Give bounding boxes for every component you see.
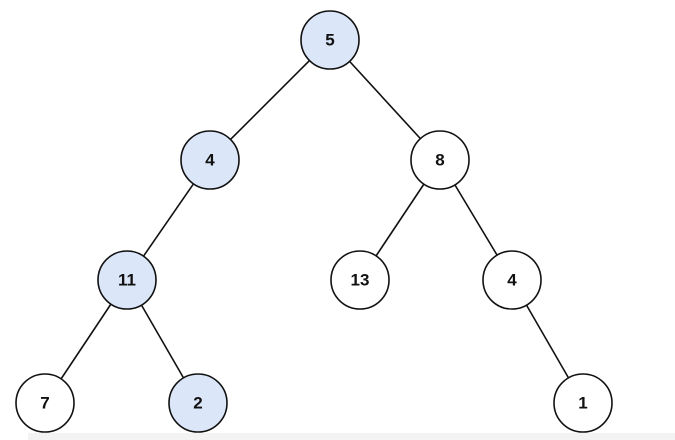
tree-nodes: 5 4 8 11 13 4 7 2 1 [15,10,613,433]
tree-edge [454,184,498,256]
tree-node-label: 4 [205,150,215,169]
tree-node-circle [410,130,470,190]
tree-node-n5: 5 [300,10,360,70]
tree-edge [375,183,425,257]
tree-node-n1: 1 [553,373,613,433]
tree-node-circle [300,10,360,70]
tree-edge [140,304,185,379]
tree-node-circle [330,250,390,310]
tree-node-n13: 13 [330,250,390,310]
tree-node-circle [168,373,228,433]
tree-node-n4b: 4 [482,250,542,310]
tree-node-n7: 7 [15,373,75,433]
tree-node-label: 8 [435,150,444,169]
tree-node-n2: 2 [168,373,228,433]
tree-edge [349,60,421,140]
tree-node-label: 7 [40,393,49,412]
bottom-strip [28,433,675,440]
tree-node-n4: 4 [180,130,240,190]
tree-node-label: 13 [351,270,370,289]
tree-node-label: 1 [578,393,587,412]
tree-node-circle [180,130,240,190]
tree-node-label: 11 [118,270,136,289]
tree-node-circle [97,250,157,310]
tree-node-circle [15,373,75,433]
tree-node-label: 2 [193,393,202,412]
tree-node-circle [482,250,542,310]
tree-node-circle [553,373,613,433]
tree-edge [142,183,195,257]
tree-node-label: 4 [507,270,517,289]
tree-edge [525,304,570,379]
tree-node-n8: 8 [410,130,470,190]
tree-edges [60,59,570,380]
tree-edge [229,59,311,141]
tree-node-label: 5 [325,30,334,49]
tree-edge [60,303,112,380]
tree-node-n11: 11 [97,250,157,310]
